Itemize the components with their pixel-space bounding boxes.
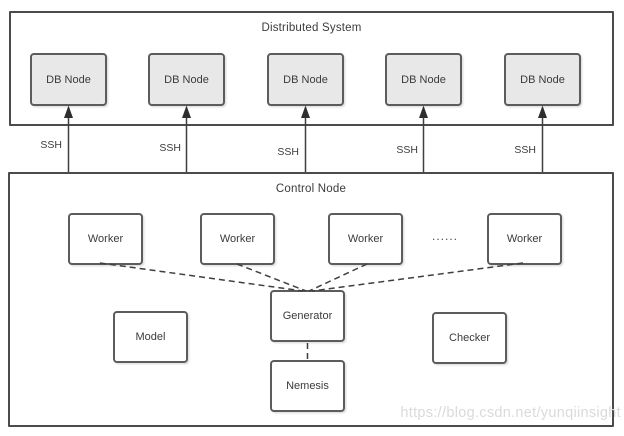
ssh-label-5: SSH — [514, 144, 536, 156]
db-node-1: DB Node — [30, 53, 107, 106]
control-node-title: Control Node — [275, 183, 347, 195]
ssh-label-3: SSH — [277, 146, 299, 158]
watermark-text: https://blog.csdn.net/yunqiinsight — [400, 405, 621, 421]
ssh-label-1: SSH — [40, 139, 62, 151]
distributed-system-box: Distributed System — [9, 11, 614, 126]
db-node-2: DB Node — [148, 53, 225, 106]
model-node: Model — [113, 311, 188, 363]
ellipsis-more-workers: ...... — [431, 229, 458, 243]
worker-node-2: Worker — [200, 213, 275, 265]
worker-node-1: Worker — [68, 213, 143, 265]
ssh-label-4: SSH — [396, 144, 418, 156]
worker-node-4: Worker — [487, 213, 562, 265]
db-node-3: DB Node — [267, 53, 344, 106]
checker-node: Checker — [432, 312, 507, 364]
db-node-4: DB Node — [385, 53, 462, 106]
nemesis-node: Nemesis — [270, 360, 345, 412]
ssh-label-2: SSH — [159, 142, 181, 154]
worker-node-3: Worker — [328, 213, 403, 265]
distributed-system-title: Distributed System — [261, 22, 362, 34]
control-node-box: Control Node — [8, 172, 614, 427]
db-node-5: DB Node — [504, 53, 581, 106]
generator-node: Generator — [270, 290, 345, 342]
